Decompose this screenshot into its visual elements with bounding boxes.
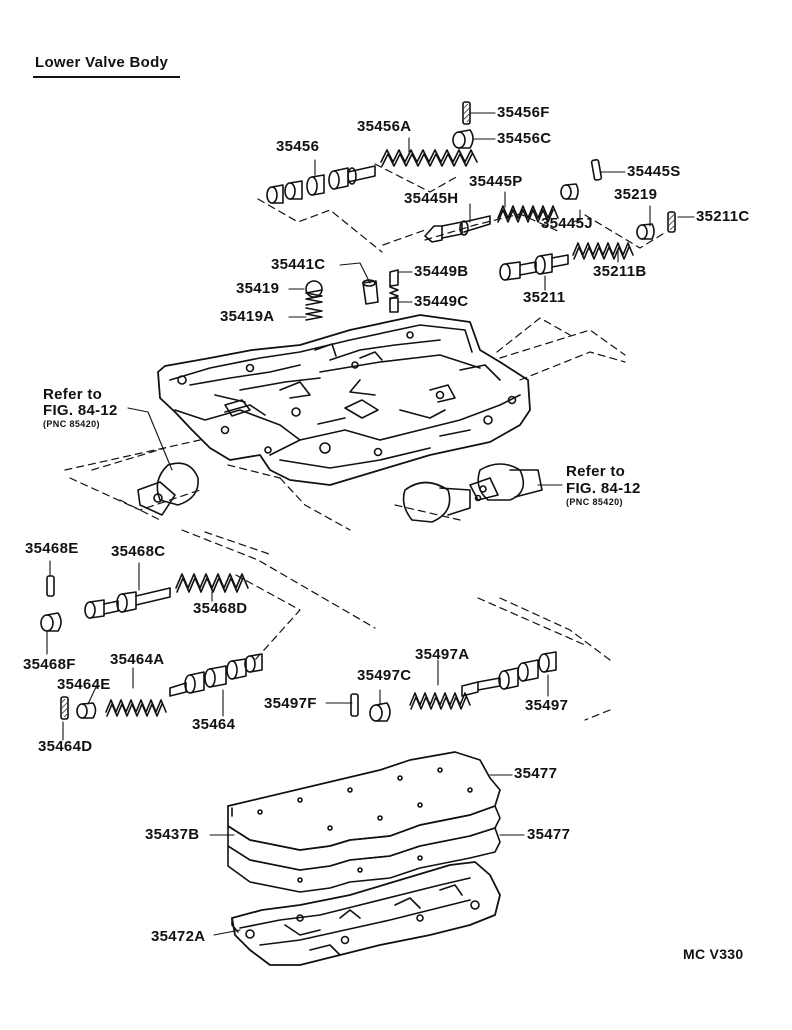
ref-right-line3: (PNC 85420) (566, 497, 623, 507)
lower-body-35472A (231, 861, 501, 966)
part-label-35211: 35211 (523, 289, 566, 306)
part-label-35464: 35464 (192, 716, 236, 733)
part-label-35497C: 35497C (357, 667, 412, 684)
part-label-35477-upper: 35477 (514, 765, 558, 782)
part-label-35441C: 35441C (271, 256, 326, 273)
part-label-35464D: 35464D (38, 738, 93, 755)
ref-left-line2: FIG. 84-12 (43, 402, 118, 419)
valve-35464 (169, 653, 263, 697)
plug-35464E (81, 702, 97, 719)
valve-35211 (499, 253, 569, 281)
valve-35456-group (266, 101, 478, 204)
pin-35211C (667, 211, 676, 233)
part-label-35445H: 35445H (404, 190, 459, 207)
plug-35497C-face (369, 704, 383, 722)
plate-35477-upper (227, 751, 501, 851)
part-label-35464A: 35464A (110, 651, 165, 668)
plug-35219-face (636, 224, 648, 240)
part-label-35419: 35419 (236, 280, 280, 297)
valve-35468-group (40, 573, 249, 632)
part-label-35468E: 35468E (25, 540, 79, 557)
part-label-35449C: 35449C (414, 293, 469, 310)
part-label-35445P: 35445P (469, 173, 523, 190)
diagram-id: MC V330 (683, 946, 744, 962)
valve-35497 (461, 651, 557, 697)
plug-35445J (565, 183, 579, 200)
ref-left-line3: (PNC 85420) (43, 419, 100, 429)
part-label-35211B: 35211B (593, 263, 647, 280)
part-label-35464E: 35464E (57, 676, 111, 693)
plug-35449B (389, 269, 399, 287)
part-label-35497F: 35497F (264, 695, 317, 712)
part-label-35497: 35497 (525, 697, 569, 714)
part-label-35497A: 35497A (415, 646, 470, 663)
solenoid-right-upper (469, 463, 543, 501)
ref-right-line1: Refer to (566, 463, 626, 480)
ref-left-line1: Refer to (43, 386, 103, 403)
valve-35468C (84, 587, 171, 619)
valve-35497-group (350, 651, 557, 722)
spring-35445P (497, 205, 559, 219)
part-label-35468F: 35468F (23, 656, 76, 673)
pin-35464D (60, 696, 69, 720)
plug-35445J-face (560, 184, 572, 200)
solenoid-right-lower (402, 481, 482, 523)
spring-35449C (389, 286, 399, 300)
part-label-35419A: 35419A (220, 308, 275, 325)
solenoid-left (137, 462, 199, 516)
valve-35464-group (60, 653, 263, 720)
valve-35211-group (499, 211, 676, 281)
check-ball-group (305, 269, 399, 321)
plug-35456C (458, 129, 474, 149)
pin-hatch-35456F (464, 104, 469, 122)
lower-valve-body-casting (157, 314, 531, 486)
assembly-dashed-lines (64, 163, 667, 721)
part-label-35445S: 35445S (627, 163, 681, 180)
part-label-35472A: 35472A (151, 928, 206, 945)
plug-35468F-face (40, 614, 54, 632)
valve-35456 (266, 165, 376, 204)
pin-hatch-35211C (669, 214, 674, 230)
valve-35445-group (424, 158, 603, 243)
spring-35456A (380, 149, 478, 163)
pin-35468E (46, 575, 55, 597)
pin-35445S (590, 158, 603, 181)
pin-35456F (462, 101, 471, 125)
valve-35445H (424, 215, 491, 243)
pin-35497F (350, 693, 359, 717)
plug-35464E-face (76, 703, 88, 719)
plate-35477-lower (227, 827, 501, 893)
page-title: Lower Valve Body (35, 54, 169, 71)
plug-35468F (46, 612, 62, 632)
part-label-35449B: 35449B (414, 263, 469, 280)
part-label-35437B: 35437B (145, 826, 200, 843)
spring-35419A (305, 289, 323, 306)
part-label-35477-lower: 35477 (527, 826, 571, 843)
plug-35497C (375, 702, 391, 722)
leader-lines (46, 112, 695, 936)
sleeve-35441C (362, 280, 379, 305)
part-label-35456: 35456 (276, 138, 320, 155)
ref-right-line2: FIG. 84-12 (566, 480, 641, 497)
plug-35456C-face (452, 131, 466, 149)
plug-35219 (641, 223, 655, 240)
part-label-35468D: 35468D (193, 600, 248, 617)
part-label-35211C: 35211C (696, 208, 750, 225)
pin-hatch-35464D (62, 699, 67, 717)
part-label-35456A: 35456A (357, 118, 412, 135)
part-label-35219: 35219 (614, 186, 658, 203)
title-underline (33, 76, 180, 78)
part-label-35456C: 35456C (497, 130, 552, 147)
part-label-35456F: 35456F (497, 104, 550, 121)
part-label-35468C: 35468C (111, 543, 166, 560)
part-label-35445J: 35445J (541, 215, 593, 232)
